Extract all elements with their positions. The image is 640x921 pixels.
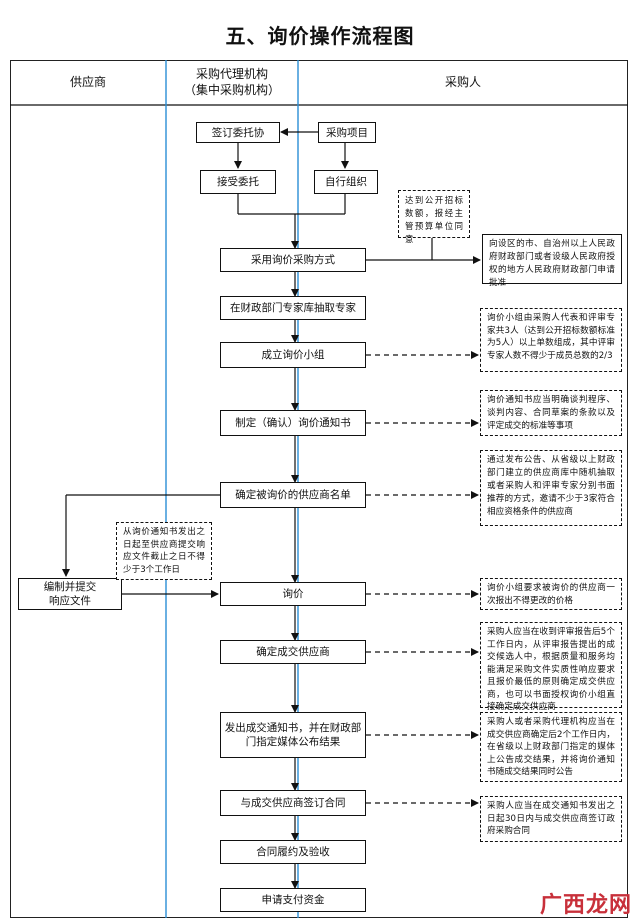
prepare-docs-box: 编制并提交 响应文件	[18, 578, 122, 610]
accept-entrust-box: 接受委托	[200, 170, 276, 194]
contract-rule-note: 采购人应当在成交通知书发出之日起30日内与成交供应商签订政府采购合同	[480, 796, 622, 842]
payment-box: 申请支付资金	[220, 888, 366, 912]
issue-notice-box: 发出成交通知书，并在财政部 门指定媒体公布结果	[220, 712, 366, 758]
notice-rule-note: 询价通知书应当明确谈判程序、谈判内容、合同草案的条款以及评定成交的标准等事项	[480, 390, 622, 436]
deadline-rule-note: 从询价通知书发出之日起至供应商提交响应文件截止之日不得少于3个工作日	[116, 522, 212, 580]
winner-rule-note: 采购人应当在收到评审报告后5个工作日内，从评审报告提出的成交候选人中，根据质量和…	[480, 622, 622, 712]
flowchart-frame	[10, 60, 628, 918]
watermark-logo: 广西龙网	[539, 893, 632, 918]
adopt-method-box: 采用询价采购方式	[220, 248, 366, 272]
column-header-purchaser: 采购人	[444, 75, 481, 89]
gov-approval-note: 向设区的市、自治州以上人民政府财政部门或者设级人民政府授权的地方人民政府财政部门…	[482, 234, 622, 288]
column-header-agency: 采购代理机构 （集中采购机构）	[166, 66, 298, 98]
column-header-agency-line2: （集中采购机构）	[183, 83, 280, 97]
approval-note: 达到公开招标数额，报经主管预算单位同意	[398, 190, 470, 244]
inquiry-box: 询价	[220, 582, 366, 606]
determine-winner-box: 确定成交供应商	[220, 640, 366, 664]
publish-rule-note: 采购人或者采购代理机构应当在成交供应商确定后2个工作日内，在省级以上财政部门指定…	[480, 712, 622, 782]
group-rule-note: 询价小组由采购人代表和评审专家共3人（达到公开招标数额标准为5人）以上单数组成，…	[480, 308, 622, 372]
supplier-rule-note: 通过发布公告、从省级以上财政部门建立的供应商库中随机抽取或者采购人和评审专家分别…	[480, 450, 622, 526]
prepare-docs-line2: 响应文件	[49, 595, 91, 607]
sign-entrust-box: 签订委托协	[196, 122, 280, 143]
column-header-agency-line1: 采购代理机构	[195, 67, 268, 81]
sign-contract-box: 与成交供应商签订合同	[220, 790, 366, 816]
extract-experts-box: 在财政部门专家库抽取专家	[220, 296, 366, 320]
draft-notice-box: 制定（确认）询价通知书	[220, 410, 366, 436]
issue-notice-line2: 门指定媒体公布结果	[245, 736, 341, 748]
page-title: 五、询价操作流程图	[225, 24, 415, 48]
column-header-supplier: 供应商	[69, 75, 106, 89]
self-organize-box: 自行组织	[314, 170, 378, 194]
acceptance-box: 合同履约及验收	[220, 840, 366, 864]
project-box: 采购项目	[318, 122, 376, 143]
form-group-box: 成立询价小组	[220, 342, 366, 368]
issue-notice-line1: 发出成交通知书，并在财政部	[224, 722, 362, 734]
determine-suppliers-box: 确定被询价的供应商名单	[220, 482, 366, 508]
prepare-docs-line1: 编制并提交	[43, 581, 97, 593]
quote-rule-note: 询价小组要求被询价的供应商一次报出不得更改的价格	[480, 578, 622, 610]
